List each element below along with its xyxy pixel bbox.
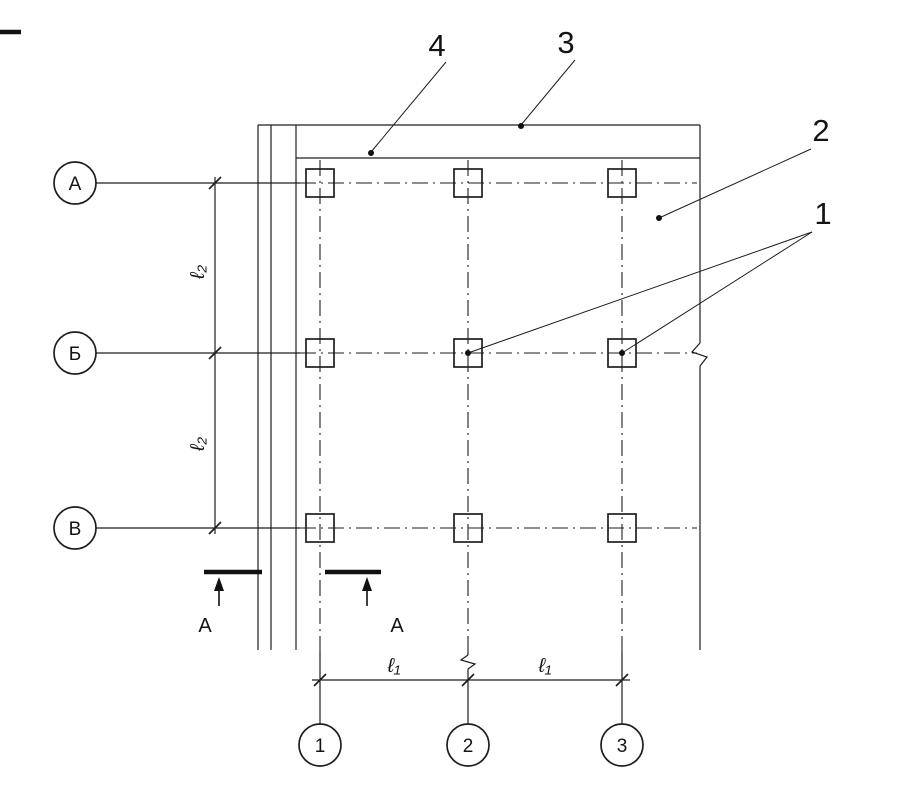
plan-outline (258, 124, 708, 650)
col-axis-1: 1 (298, 160, 342, 767)
wall-left (257, 125, 297, 650)
col-3-label: 3 (617, 736, 628, 757)
row-a-label: А (69, 174, 82, 195)
col-axis-2: 2 (446, 160, 490, 767)
columns (305, 168, 637, 543)
callout-3: 3 (518, 25, 576, 129)
right-edge-break-icon (690, 342, 708, 367)
column (607, 513, 637, 543)
row-v-bubble (53, 506, 97, 550)
section-arrow-icon-right (362, 577, 372, 591)
callout-2: 2 (656, 113, 830, 221)
callout-4-label: 4 (428, 28, 445, 63)
column (607, 338, 637, 368)
callout-1-dot-b (619, 350, 625, 356)
callout-1-leader-a (467, 231, 813, 354)
dim-label-l1-right: ℓ₁ (538, 655, 552, 677)
row-axis-a: А (53, 161, 697, 205)
row-axis-b: Б (53, 331, 697, 375)
column (305, 513, 335, 543)
dimension-horizontal-l1: ℓ₁ ℓ₁ (312, 655, 630, 687)
section-label-right: А (390, 615, 404, 637)
callout-4-leader (370, 61, 447, 153)
dim-label-l2-lower: ℓ₂ (187, 437, 209, 452)
callout-1: 1 (465, 196, 832, 356)
callout-3-dot (518, 123, 524, 129)
column (305, 338, 335, 368)
col-1-bubble (298, 723, 342, 767)
section-label-left: А (198, 615, 212, 637)
callout-1-dot-a (465, 350, 471, 356)
dimension-vertical-l2: ℓ₂ ℓ₂ (187, 176, 222, 535)
column (607, 168, 637, 198)
column (453, 168, 483, 198)
col-2-bubble (446, 723, 490, 767)
callout-3-leader (520, 59, 576, 126)
callout-3-label: 3 (557, 25, 574, 60)
col-2-label: 2 (463, 736, 474, 757)
callout-1-leader-b (621, 231, 813, 354)
dim-tick (461, 673, 475, 687)
column (453, 338, 483, 368)
dim-label-l1-left: ℓ₁ (387, 655, 401, 677)
callout-4-dot (368, 150, 374, 156)
dim-tick (208, 346, 222, 360)
dim-tick (208, 521, 222, 535)
callout-2-dot (656, 215, 662, 221)
callout-2-leader (658, 148, 812, 219)
dim-tick (313, 673, 327, 687)
col-1-label: 1 (315, 736, 326, 757)
callout-2-label: 2 (812, 113, 829, 148)
row-v-label: В (69, 519, 82, 540)
row-a-bubble (53, 161, 97, 205)
callout-1-label: 1 (814, 196, 831, 231)
col-3-bubble (600, 723, 644, 767)
row-axis-v: В (53, 506, 697, 550)
dim-tick (208, 176, 222, 190)
section-arrow-icon-left (214, 577, 224, 591)
dim-tick (615, 673, 629, 687)
section-mark-a-a: А А (198, 569, 404, 637)
dim-label-l2-upper: ℓ₂ (187, 265, 209, 280)
column (453, 513, 483, 543)
row-b-label: Б (69, 344, 81, 365)
row-b-bubble (53, 331, 97, 375)
callout-4: 4 (368, 28, 447, 156)
column (305, 168, 335, 198)
col-axis-3: 3 (600, 160, 644, 767)
col-2-break-icon (459, 654, 477, 670)
